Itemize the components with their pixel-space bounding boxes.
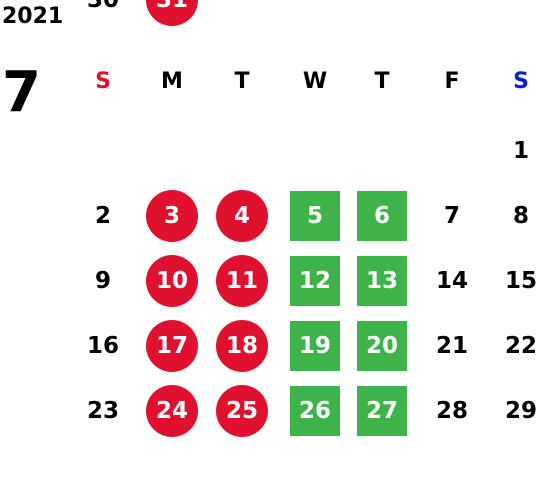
- weekday-header: M: [161, 68, 183, 94]
- day-number: 22: [504, 333, 537, 359]
- holiday-day-number: 3: [146, 190, 198, 242]
- day-cell[interactable]: 13: [352, 256, 412, 306]
- weekday-header: S: [95, 68, 111, 94]
- day-number: 30: [86, 0, 119, 13]
- highlighted-day-number: 13: [357, 256, 407, 306]
- day-cell[interactable]: 26: [285, 386, 345, 436]
- day-cell[interactable]: 12: [285, 256, 345, 306]
- day-cell[interactable]: 29: [491, 386, 548, 436]
- day-cell[interactable]: 10: [142, 255, 202, 307]
- highlighted-day-number: 19: [290, 321, 340, 371]
- highlighted-day-number: 20: [357, 321, 407, 371]
- day-cell[interactable]: 19: [285, 321, 345, 371]
- holiday-day-number: 4: [216, 190, 268, 242]
- day-number: 21: [435, 333, 468, 359]
- day-number: 23: [86, 398, 119, 424]
- day-number: 16: [86, 333, 119, 359]
- day-number: 9: [94, 268, 111, 294]
- day-cell[interactable]: 4: [212, 190, 272, 242]
- weekday-header: T: [234, 68, 250, 94]
- day-cell[interactable]: 14: [422, 256, 482, 306]
- day-cell[interactable]: 3: [142, 190, 202, 242]
- day-cell[interactable]: 17: [142, 320, 202, 372]
- day-cell[interactable]: 16: [73, 321, 133, 371]
- day-cell[interactable]: 25: [212, 385, 272, 437]
- day-cell[interactable]: 31: [142, 0, 202, 26]
- holiday-day-number: 31: [146, 0, 198, 26]
- weekday-header: S: [513, 68, 529, 94]
- day-number: 14: [435, 268, 468, 294]
- day-cell[interactable]: 24: [142, 385, 202, 437]
- day-cell[interactable]: 5: [285, 191, 345, 241]
- day-cell[interactable]: 11: [212, 255, 272, 307]
- day-cell[interactable]: 20: [352, 321, 412, 371]
- day-number: 7: [443, 203, 460, 229]
- weekday-header: W: [302, 68, 328, 94]
- day-cell[interactable]: 18: [212, 320, 272, 372]
- holiday-day-number: 25: [216, 385, 268, 437]
- day-number: 8: [512, 203, 529, 229]
- weekday-header: F: [444, 68, 460, 94]
- holiday-day-number: 18: [216, 320, 268, 372]
- day-cell[interactable]: 27: [352, 386, 412, 436]
- highlighted-day-number: 27: [357, 386, 407, 436]
- day-cell[interactable]: 22: [491, 321, 548, 371]
- highlighted-day-number: 12: [290, 256, 340, 306]
- day-cell[interactable]: 6: [352, 191, 412, 241]
- day-number: 28: [435, 398, 468, 424]
- day-number: 1: [512, 138, 529, 164]
- weekday-header: T: [374, 68, 390, 94]
- day-cell[interactable]: 15: [491, 256, 548, 306]
- day-number: 2: [94, 203, 111, 229]
- day-cell[interactable]: 7: [422, 191, 482, 241]
- day-cell[interactable]: 28: [422, 386, 482, 436]
- day-cell[interactable]: 30: [73, 0, 133, 25]
- day-number: 29: [504, 398, 537, 424]
- holiday-day-number: 24: [146, 385, 198, 437]
- holiday-day-number: 17: [146, 320, 198, 372]
- holiday-day-number: 10: [146, 255, 198, 307]
- year-label: 2021: [2, 4, 64, 29]
- highlighted-day-number: 26: [290, 386, 340, 436]
- holiday-day-number: 11: [216, 255, 268, 307]
- day-cell[interactable]: 23: [73, 386, 133, 436]
- day-cell[interactable]: 8: [491, 191, 548, 241]
- day-cell[interactable]: 21: [422, 321, 482, 371]
- day-number: 15: [504, 268, 537, 294]
- day-cell[interactable]: 1: [491, 126, 548, 176]
- day-cell[interactable]: 2: [73, 191, 133, 241]
- highlighted-day-number: 5: [290, 191, 340, 241]
- month-number: 7: [2, 60, 41, 125]
- highlighted-day-number: 6: [357, 191, 407, 241]
- day-cell[interactable]: 9: [73, 256, 133, 306]
